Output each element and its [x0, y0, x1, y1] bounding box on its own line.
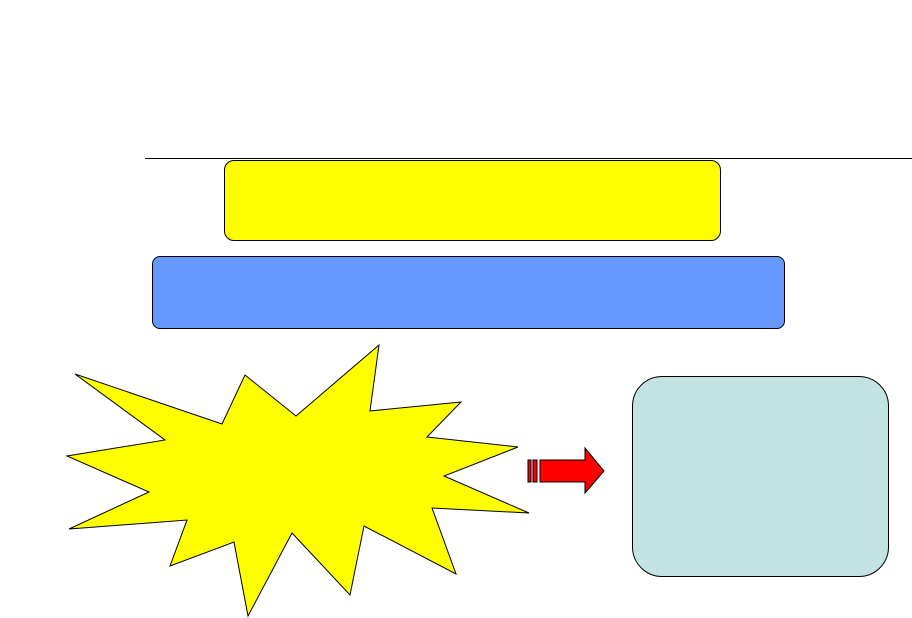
arrow-stripe-2 [532, 459, 538, 483]
arrow-stripe-1 [527, 459, 532, 483]
middle-blue-box [152, 256, 785, 329]
top-yellow-box [224, 160, 721, 241]
horizontal-divider-line [145, 158, 912, 159]
result-box-text [753, 469, 769, 485]
arrow-body [539, 446, 605, 495]
right-arrow-icon [527, 446, 605, 495]
explosion-burst-shape [65, 343, 530, 618]
result-teal-box [632, 376, 889, 577]
